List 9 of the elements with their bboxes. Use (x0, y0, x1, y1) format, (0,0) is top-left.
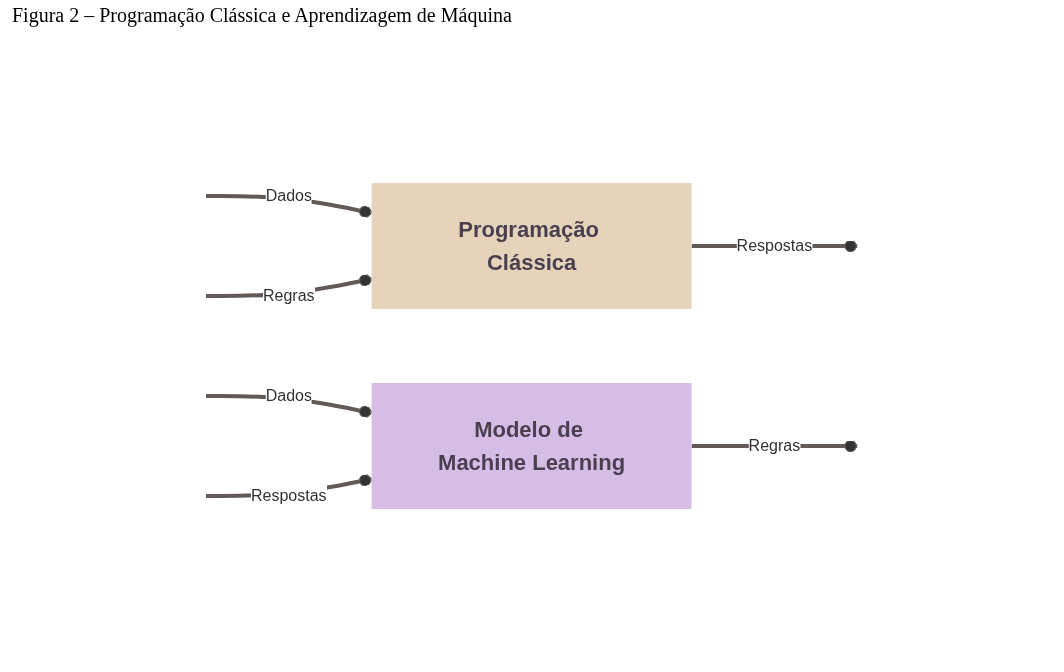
figure-title: Figura 2 – Programação Clássica e Aprendizagem de Máquina (11, 3, 513, 29)
node-box: Programação Clássica (372, 183, 692, 309)
edge-label: Regras (749, 437, 801, 454)
edge-label: Regras (263, 287, 315, 304)
edge-label: Dados (266, 387, 313, 404)
node-box: Modelo de Machine Learning (372, 383, 692, 509)
edge-label: Respostas (737, 237, 813, 254)
edge-label: Dados (266, 187, 313, 204)
edge-label: Respostas (251, 487, 327, 504)
